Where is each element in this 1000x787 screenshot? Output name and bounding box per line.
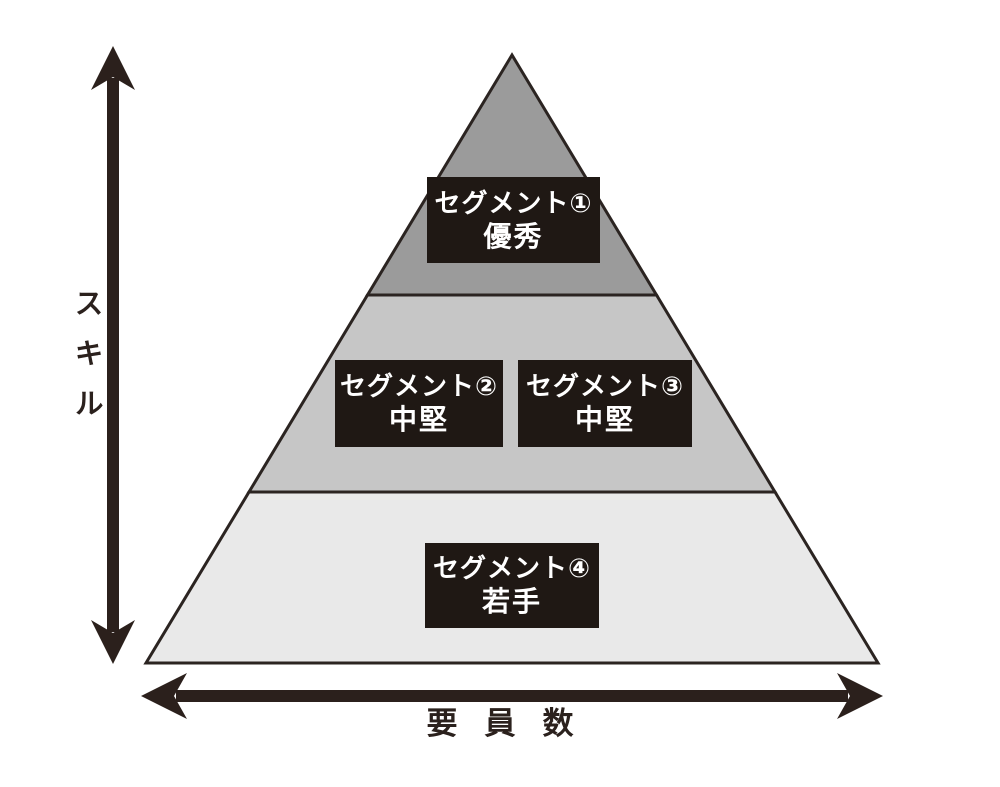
segment-3-title: セグメント③ [525, 371, 684, 401]
segment-2-title: セグメント② [339, 371, 498, 401]
segment-1-subtitle: 優秀 [483, 220, 544, 252]
pyramid-tier-middle [246, 293, 778, 494]
y-axis-arrow-shaft [107, 78, 119, 632]
arrowhead-up-icon [91, 46, 135, 90]
segment-1-label-box: セグメント① 優秀 [427, 177, 600, 263]
segment-4-label-box: セグメント④ 若手 [425, 543, 599, 628]
segment-4-title: セグメント④ [432, 553, 591, 583]
x-axis-arrow-shaft [176, 690, 848, 702]
segment-2-label-box: セグメント② 中堅 [335, 360, 503, 447]
segment-4-subtitle: 若手 [481, 586, 542, 617]
arrowhead-left-icon [141, 673, 187, 719]
y-axis-arrow [91, 46, 135, 664]
arrowhead-down-icon [91, 620, 135, 664]
segment-1-title: セグメント① [434, 187, 593, 218]
segment-3-label-box: セグメント③ 中堅 [518, 360, 692, 447]
x-axis-label: 要員数 [426, 706, 601, 741]
y-axis-label: スキル [70, 288, 102, 438]
segment-3-subtitle: 中堅 [574, 404, 635, 435]
arrowhead-right-icon [837, 673, 883, 719]
x-axis-arrow [141, 673, 883, 719]
segment-2-subtitle: 中堅 [388, 404, 449, 435]
